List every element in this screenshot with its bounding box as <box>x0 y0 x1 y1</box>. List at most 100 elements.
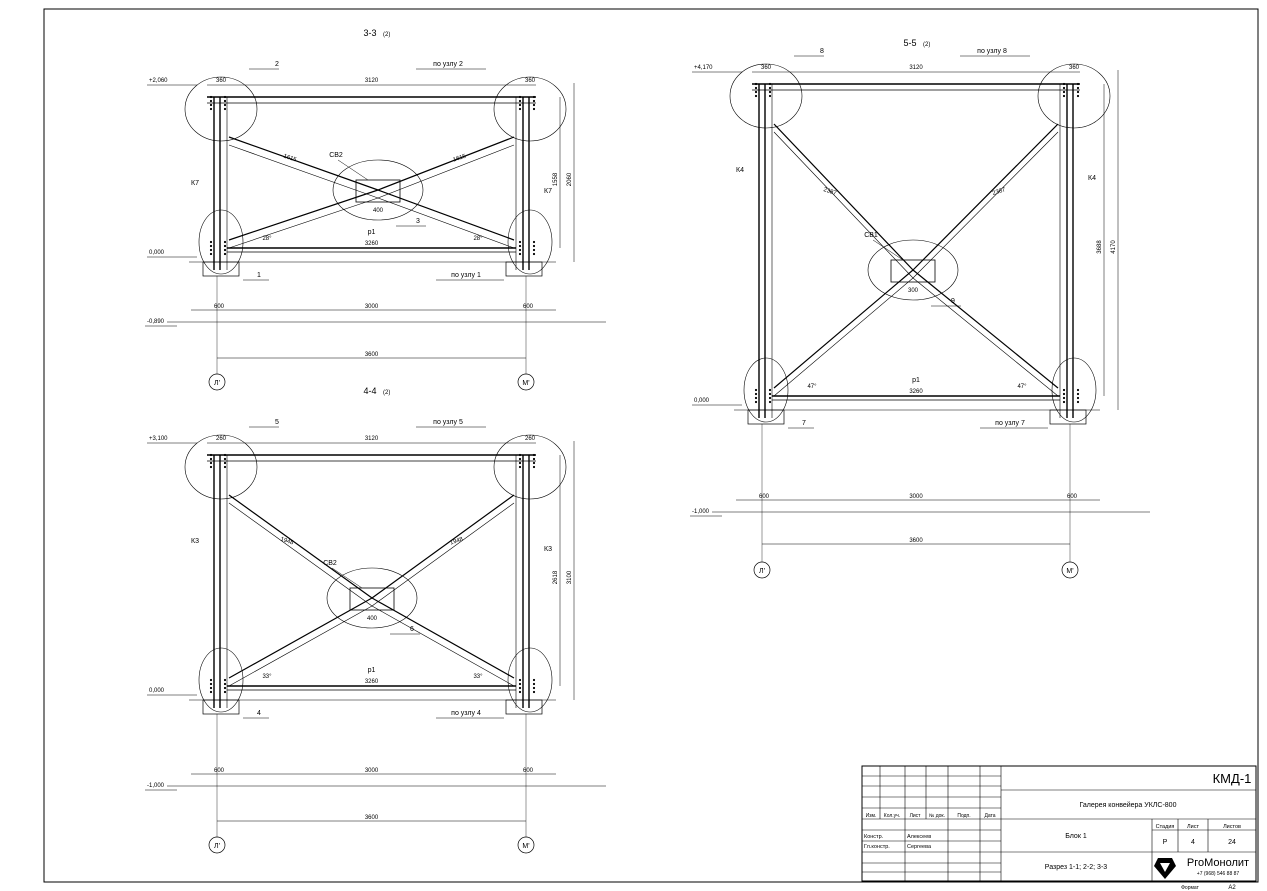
elev-top: +2,060 <box>149 78 168 84</box>
bolt-icon <box>1062 400 1066 404</box>
angle-right: 28° <box>473 236 483 242</box>
company-name: PгоМонолит <box>1187 857 1249 869</box>
top-span-dim: 3120 <box>365 436 379 442</box>
bolt-icon <box>223 678 227 682</box>
bolt-icon <box>532 107 536 111</box>
column-label-left: К4 <box>736 167 744 174</box>
company-phone: +7 (968) 546 88 87 <box>1197 871 1240 877</box>
bolt-icon <box>532 465 536 469</box>
top-plate-left-dim: 360 <box>761 65 772 71</box>
base-plate-right <box>505 699 543 715</box>
bolt-icon <box>518 461 522 465</box>
angle-left: 47° <box>807 384 817 390</box>
bolt-icon <box>532 240 536 244</box>
brace-leader <box>872 239 904 261</box>
bolt-icon <box>532 678 536 682</box>
axis-label-right: М' <box>522 843 529 850</box>
bolt-icon <box>768 392 772 396</box>
bolt-icon <box>209 244 213 248</box>
axis-span-dim: 3600 <box>365 352 379 358</box>
brace-left-bottom-edge <box>773 277 914 397</box>
elev-bottom: -1,000 <box>147 783 165 789</box>
sheet-name: Разрез 1-1; 2-2; 3-3 <box>1045 864 1107 871</box>
node-top-left: 5 <box>275 419 279 426</box>
column-label-right: К3 <box>544 546 552 553</box>
bolt-icon <box>532 457 536 461</box>
brace-right-bottom <box>377 189 515 241</box>
bolt-icon <box>1062 392 1066 396</box>
bolt-icon <box>518 95 522 99</box>
bolt-icon <box>1062 396 1066 400</box>
brace-left-top-edge <box>228 144 379 199</box>
brace-label: СВ1 <box>864 232 878 239</box>
node-circle-top-left <box>729 63 803 129</box>
role-2: Гл.констр. <box>864 844 890 850</box>
bolt-icon <box>1062 94 1066 98</box>
brace-label: СВ2 <box>329 152 343 159</box>
elev-bottom: -0,890 <box>147 319 165 325</box>
elev-top: +3,100 <box>149 436 168 442</box>
top-span-dim: 3120 <box>365 78 379 84</box>
column-label-left: К7 <box>191 180 199 187</box>
axis-label-left: Л' <box>759 568 765 575</box>
drawing-code: КМД-1 <box>1213 771 1252 786</box>
angle-left: 28° <box>262 236 272 242</box>
brace-right-top <box>377 136 515 191</box>
bolt-icon <box>532 99 536 103</box>
bolt-icon <box>754 90 758 94</box>
node-circle-bottom-right <box>507 209 553 275</box>
bolt-icon <box>223 686 227 690</box>
bolt-icon <box>223 690 227 694</box>
bolt-icon <box>223 248 227 252</box>
role-1-name: Алексеев <box>907 834 931 840</box>
beam-label: р1 <box>368 667 376 674</box>
bolt-icon <box>532 682 536 686</box>
base-plate-left <box>202 261 240 277</box>
axis-label-left: Л' <box>214 843 220 850</box>
bolt-icon <box>518 248 522 252</box>
gusset-plate <box>890 259 936 283</box>
beam-label: р1 <box>368 229 376 236</box>
top-plate-left-dim: 260 <box>216 436 227 442</box>
bolt-icon <box>1062 82 1066 86</box>
bolt-icon <box>223 95 227 99</box>
bolt-icon <box>1076 388 1080 392</box>
height-dim: 2060 <box>567 172 573 186</box>
brace-left-top-edge <box>228 502 373 607</box>
node-circle-bottom-right <box>1051 357 1097 423</box>
beam-length-dim: 3260 <box>365 679 379 685</box>
bolt-icon <box>518 686 522 690</box>
node-circle-bottom-right <box>507 647 553 713</box>
sheet-frame <box>43 8 1259 883</box>
node-bottom-left: 1 <box>257 272 261 279</box>
section-title-suffix: (2) <box>923 42 930 48</box>
bolt-icon <box>1076 94 1080 98</box>
bolt-icon <box>754 392 758 396</box>
bolt-icon <box>1076 396 1080 400</box>
brace-length-right: 2387 <box>992 187 1007 197</box>
sheets-header: Листов <box>1223 824 1241 830</box>
bolt-icon <box>518 678 522 682</box>
col-header-sign: Подп. <box>957 813 970 819</box>
bolt-icon <box>223 99 227 103</box>
col-header-izm: Изм. <box>866 813 877 819</box>
beam-length-dim: 3260 <box>909 389 923 395</box>
bolt-icon <box>209 678 213 682</box>
bolt-icon <box>1076 90 1080 94</box>
brace-length-left: 2387 <box>823 187 838 197</box>
brace-right-top-edge <box>912 131 1059 279</box>
mid-plate-dim: 400 <box>367 616 378 622</box>
node-top-left: 8 <box>820 48 824 55</box>
bolt-icon <box>754 396 758 400</box>
brace-length-right: 1948 <box>449 536 464 546</box>
bolt-icon <box>223 465 227 469</box>
brace-left-bottom <box>228 189 379 241</box>
bolt-icon <box>209 99 213 103</box>
brace-right-bottom-edge <box>371 605 515 687</box>
node-circle-top-right <box>1037 63 1111 129</box>
bolt-icon <box>209 252 213 256</box>
axis-bubble-left <box>208 836 226 854</box>
bolt-icon <box>223 461 227 465</box>
section-title-suffix: (2) <box>383 390 390 396</box>
